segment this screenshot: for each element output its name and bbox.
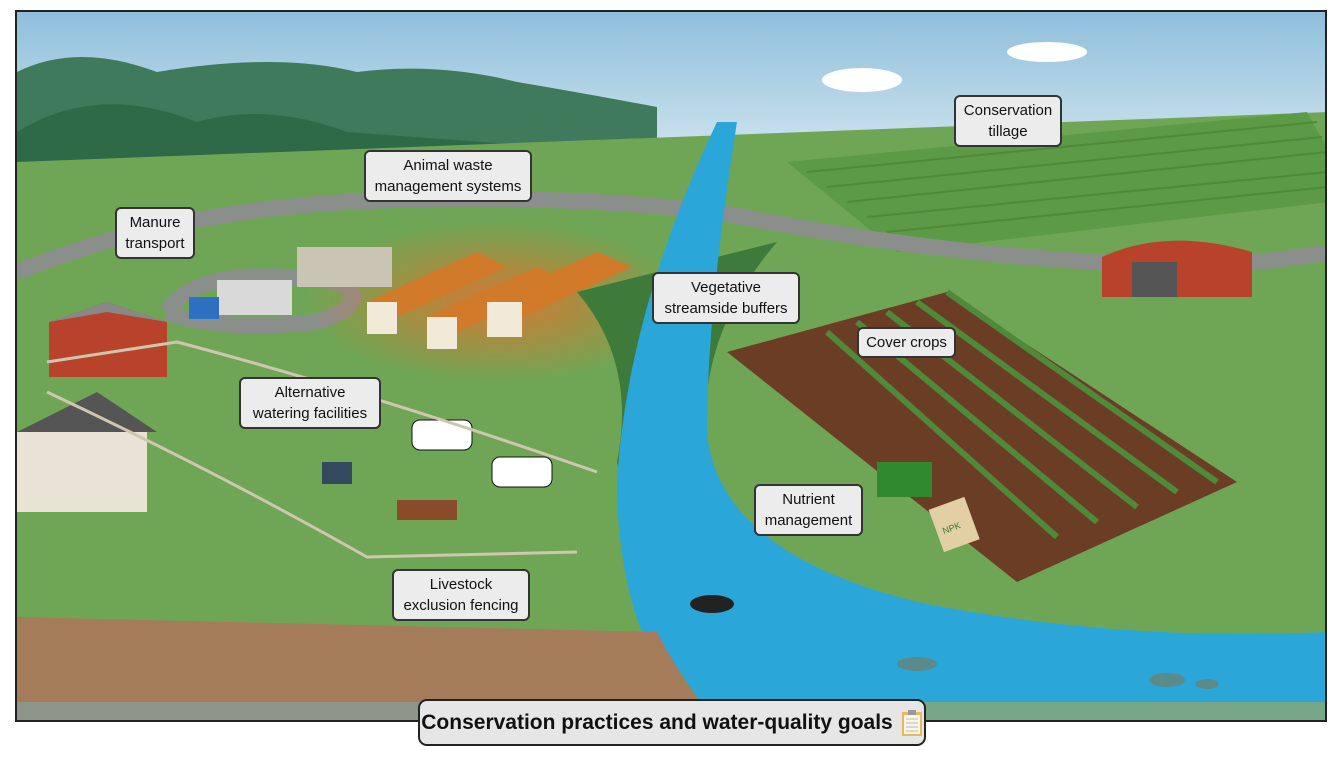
label-manure-transport: Manure transport bbox=[115, 207, 195, 259]
label-line: Cover crops bbox=[866, 334, 947, 351]
watering-facility bbox=[322, 462, 352, 484]
cows bbox=[411, 419, 553, 488]
label-line: Alternative bbox=[274, 384, 346, 401]
fish bbox=[897, 657, 1219, 689]
title-text: Conservation practices and water-quality… bbox=[421, 710, 893, 734]
label-line: streamside buffers bbox=[664, 300, 788, 317]
label-line: exclusion fencing bbox=[403, 597, 519, 614]
tube-floater bbox=[690, 595, 734, 613]
diagram-title: Conservation practices and water-quality… bbox=[418, 699, 926, 746]
label-line: management systems bbox=[374, 178, 522, 195]
label-alternative-watering: Alternative watering facilities bbox=[239, 377, 381, 429]
label-line: Animal waste bbox=[403, 157, 493, 174]
landscape-illustration: NPK bbox=[17, 12, 1325, 720]
storage-shed bbox=[297, 247, 392, 287]
quonset-barn bbox=[1102, 240, 1252, 297]
tillage-rows bbox=[806, 121, 1325, 233]
crop-field bbox=[727, 292, 1237, 582]
animal-barns bbox=[367, 252, 632, 349]
label-livestock-fencing: Livestock exclusion fencing bbox=[392, 569, 530, 621]
label-line: tillage bbox=[988, 123, 1028, 140]
clouds bbox=[822, 42, 1087, 92]
river bbox=[617, 122, 1325, 702]
manure-truck bbox=[217, 280, 292, 315]
label-vegetative-buffers: Vegetative streamside buffers bbox=[652, 272, 800, 324]
label-line: Conservation bbox=[963, 102, 1053, 119]
label-line: watering facilities bbox=[252, 405, 368, 422]
house bbox=[17, 392, 157, 512]
soil-profile bbox=[17, 617, 714, 720]
truck-cab bbox=[189, 297, 219, 319]
label-line: management bbox=[764, 512, 853, 529]
label-nutrient-management: Nutrient management bbox=[754, 484, 863, 536]
clipboard-icon bbox=[901, 709, 923, 737]
label-line: transport bbox=[125, 235, 185, 252]
label-line: Manure bbox=[129, 214, 181, 231]
label-line: Nutrient bbox=[782, 491, 835, 508]
label-line: Livestock bbox=[429, 576, 493, 593]
label-animal-waste-management: Animal waste management systems bbox=[364, 150, 532, 202]
conservation-scene: NPK Conservation tillage Animal waste mana… bbox=[15, 10, 1327, 722]
label-line: Vegetative bbox=[690, 279, 762, 296]
fertilizer-bag bbox=[928, 496, 980, 553]
label-cover-crops: Cover crops bbox=[857, 327, 956, 358]
tractor bbox=[877, 462, 932, 497]
tillage-field bbox=[787, 112, 1325, 252]
watering-trough bbox=[397, 500, 457, 520]
label-conservation-tillage: Conservation tillage bbox=[954, 95, 1062, 147]
